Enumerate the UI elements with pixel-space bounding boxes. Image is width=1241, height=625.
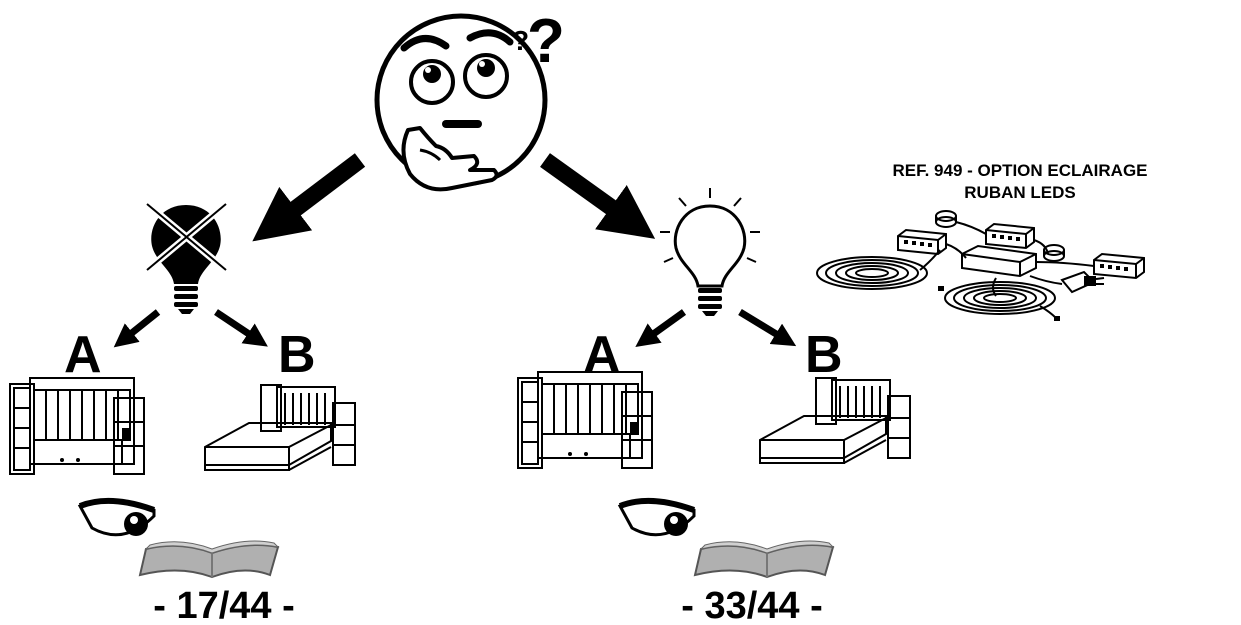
led-strip-kit-icon	[816, 210, 1145, 321]
right-option-a-label: A	[583, 326, 621, 384]
left-option-b-label: B	[278, 326, 316, 384]
open-book-icon	[693, 540, 835, 579]
arrow-right-b	[738, 309, 797, 347]
led-connector-box	[985, 222, 1035, 250]
question-marks: ? ?	[512, 7, 565, 76]
right-option-b-label: B	[805, 326, 843, 384]
led-coil	[816, 256, 928, 290]
led-sensor	[1043, 244, 1065, 262]
led-connector-box	[1093, 252, 1145, 280]
open-book-icon	[138, 540, 280, 579]
eye-icon	[617, 497, 696, 537]
left-option-a-label: A	[64, 326, 102, 384]
eye-icon	[77, 497, 156, 537]
right-page-reference: - 33/44 -	[681, 585, 823, 625]
arrow-left-b	[214, 309, 268, 347]
led-coil	[944, 281, 1056, 315]
arrow-to-no-light	[252, 153, 366, 242]
arrow-to-light-on	[540, 153, 656, 239]
led-power-plug	[1060, 270, 1105, 294]
question-mark-small: ?	[512, 25, 529, 56]
led-option-ref-line1: REF. 949 - OPTION ECLAIRAGE	[892, 161, 1147, 180]
led-option-ref-line2: RUBAN LEDS	[964, 183, 1075, 202]
bulb-on-icon	[660, 188, 760, 316]
led-transformer	[961, 244, 1037, 278]
bed-with-headboard-b-icon	[204, 384, 356, 471]
arrow-left-a	[113, 309, 161, 348]
bed-with-headboard-b-icon	[759, 377, 911, 464]
question-mark-large: ?	[527, 7, 565, 76]
bulb-off-icon	[144, 201, 229, 314]
headboard-wall-unit-a-icon	[517, 371, 653, 469]
thinking-face-icon	[374, 13, 548, 192]
left-page-reference: - 17/44 -	[153, 585, 295, 625]
arrow-right-a	[635, 309, 687, 347]
led-sensor	[935, 210, 957, 228]
headboard-wall-unit-a-icon	[9, 377, 145, 475]
